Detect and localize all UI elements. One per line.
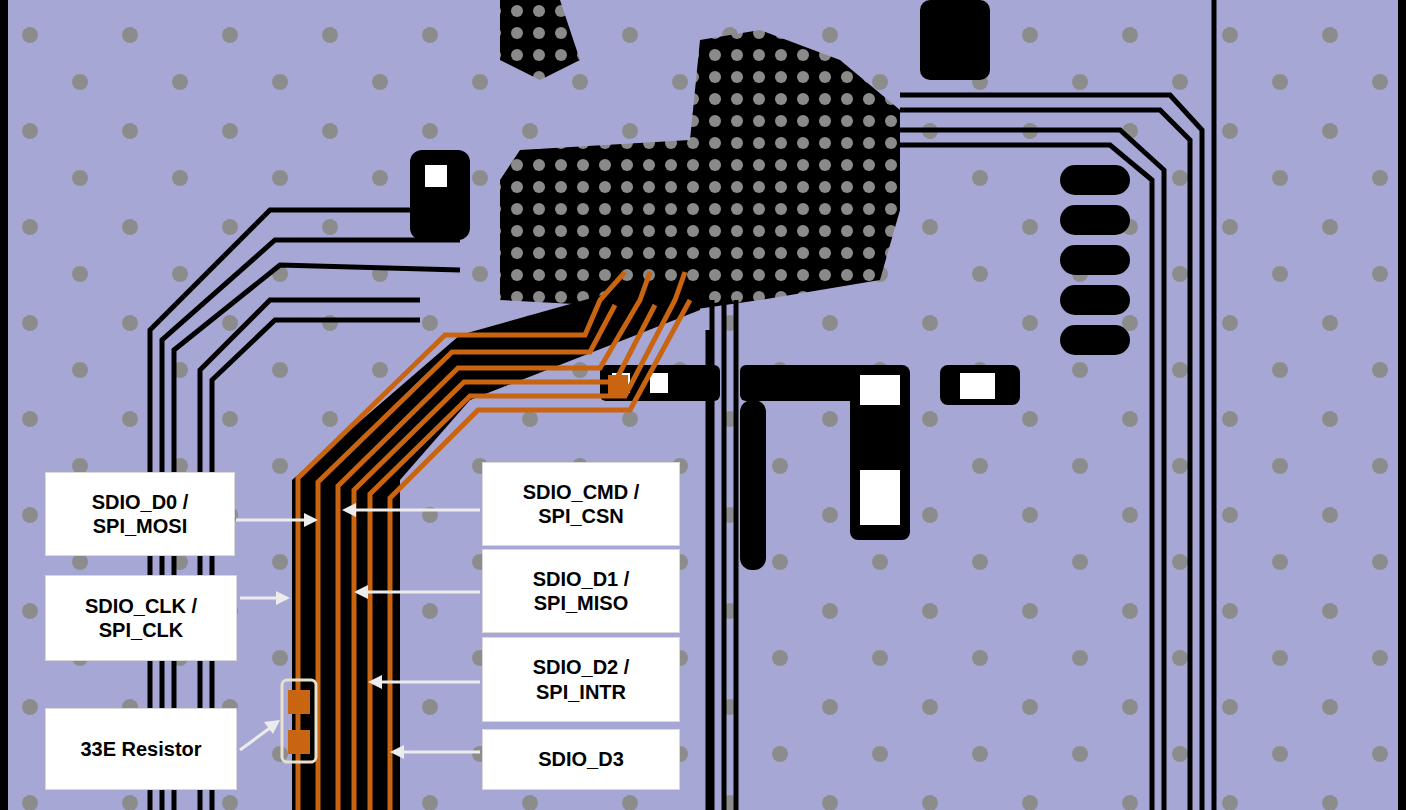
callout-box: SDIO_D3 bbox=[482, 729, 680, 790]
callout-box: SDIO_D1 / SPI_MISO bbox=[482, 549, 680, 633]
callout-box: SDIO_CLK / SPI_CLK bbox=[45, 575, 237, 661]
callout-text: SDIO_D2 / SPI_INTR bbox=[491, 655, 671, 704]
callout-box: SDIO_D2 / SPI_INTR bbox=[482, 637, 680, 722]
callout-text: SDIO_CMD / SPI_CSN bbox=[491, 480, 671, 529]
callout-text: SDIO_CLK / SPI_CLK bbox=[54, 594, 228, 643]
callout-box: SDIO_CMD / SPI_CSN bbox=[482, 462, 680, 546]
callout-box: 33E Resistor bbox=[45, 708, 237, 790]
callout-text: SDIO_D0 / SPI_MOSI bbox=[54, 490, 226, 539]
callout-text: SDIO_D1 / SPI_MISO bbox=[491, 567, 671, 616]
callout-box: SDIO_D0 / SPI_MOSI bbox=[45, 472, 235, 556]
callout-text: SDIO_D3 bbox=[538, 747, 624, 771]
callout-text: 33E Resistor bbox=[80, 737, 201, 761]
